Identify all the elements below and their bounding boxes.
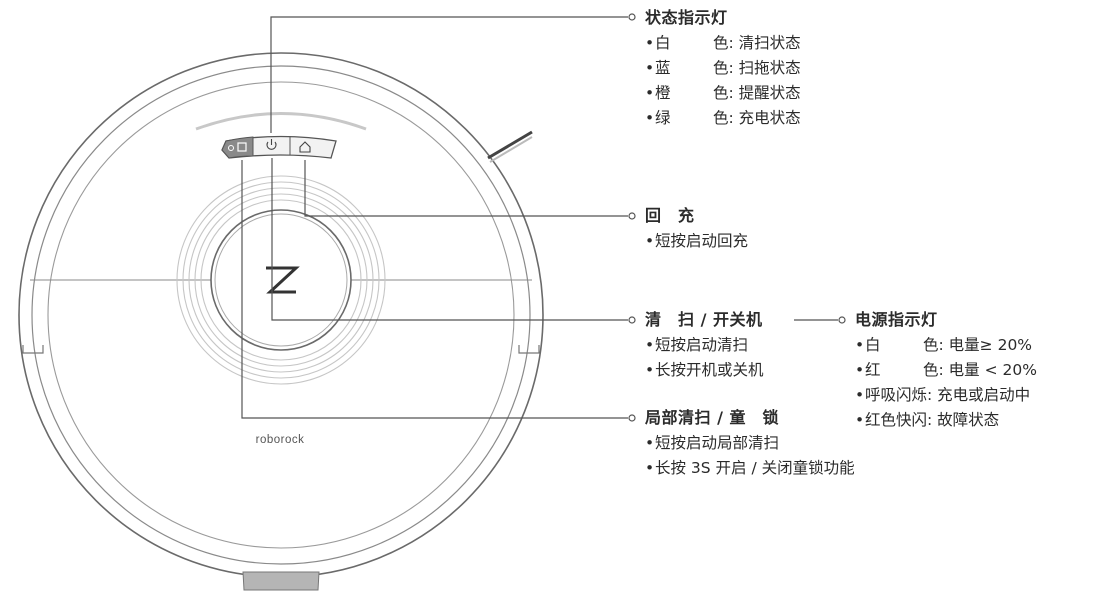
status-light-list: 白色: 清扫状态 蓝色: 扫拖状态 橙色: 提醒状态 绿色: 充电状态 xyxy=(645,31,801,131)
status-light-title: 状态指示灯 xyxy=(645,8,728,27)
clean-power-item-short: 短按启动清扫 xyxy=(645,333,764,358)
spot-lock-item-short: 短按启动局部清扫 xyxy=(645,431,855,456)
power-light-list: 白色: 电量≥ 20% 红色: 电量 < 20% 呼吸闪烁: 充电或启动中 红色… xyxy=(855,333,1037,433)
power-item-red: 红色: 电量 < 20% xyxy=(855,358,1037,383)
power-item-fast-flash: 红色快闪: 故障状态 xyxy=(855,408,1037,433)
dock-list: 短按启动回充 xyxy=(645,229,748,254)
status-item-blue: 蓝色: 扫拖状态 xyxy=(645,56,801,81)
spot-lock-title: 局部清扫 / 童 锁 xyxy=(645,408,779,427)
side-brush xyxy=(487,130,533,160)
clean-power-item-long: 长按开机或关机 xyxy=(645,358,764,383)
lds-cap-inner xyxy=(214,213,348,347)
clean-power-callout: 清 扫 / 开关机 短按启动清扫 长按开机或关机 xyxy=(645,307,764,383)
dock-callout: 回 充 短按启动回充 xyxy=(645,203,748,254)
status-light-arc xyxy=(195,112,367,131)
power-light-callout: 电源指示灯 白色: 电量≥ 20% 红色: 电量 < 20% 呼吸闪烁: 充电或… xyxy=(855,307,1037,433)
status-item-orange: 橙色: 提醒状态 xyxy=(645,81,801,106)
leader-lines xyxy=(241,16,838,419)
dock-title: 回 充 xyxy=(645,206,695,225)
spot-lock-item-long: 长按 3S 开启 / 关闭童锁功能 xyxy=(645,456,855,481)
status-item-white: 白色: 清扫状态 xyxy=(645,31,801,56)
brand-logo: roborock xyxy=(256,434,305,446)
dock-item: 短按启动回充 xyxy=(645,229,748,254)
leader-dots xyxy=(628,13,846,422)
spot-lock-list: 短按启动局部清扫 长按 3S 开启 / 关闭童锁功能 xyxy=(645,431,855,481)
clean-power-list: 短按启动清扫 长按开机或关机 xyxy=(645,333,764,383)
right-side-notch xyxy=(518,345,540,354)
child-lock-icon xyxy=(228,145,234,151)
vacuum-top-cover xyxy=(47,81,515,549)
status-light-callout: 状态指示灯 白色: 清扫状态 蓝色: 扫拖状态 橙色: 提醒状态 绿色: 充电状… xyxy=(645,5,801,131)
left-side-notch xyxy=(22,345,44,354)
power-item-breathing: 呼吸闪烁: 充电或启动中 xyxy=(855,383,1037,408)
power-item-white: 白色: 电量≥ 20% xyxy=(855,333,1037,358)
lidar-rings xyxy=(176,175,386,385)
vacuum-inner-ring xyxy=(31,65,531,565)
home-icon xyxy=(299,141,311,153)
brand-z-logo xyxy=(266,266,300,294)
side-brush-bristles xyxy=(489,136,533,163)
front-bumper xyxy=(242,571,320,591)
spot-clean-icon xyxy=(237,142,247,152)
clean-power-title: 清 扫 / 开关机 xyxy=(645,310,763,329)
power-light-title: 电源指示灯 xyxy=(855,310,938,329)
spot-lock-callout: 局部清扫 / 童 锁 短按启动局部清扫 长按 3S 开启 / 关闭童锁功能 xyxy=(645,405,855,481)
power-icon xyxy=(266,139,277,150)
status-item-green: 绿色: 充电状态 xyxy=(645,106,801,131)
